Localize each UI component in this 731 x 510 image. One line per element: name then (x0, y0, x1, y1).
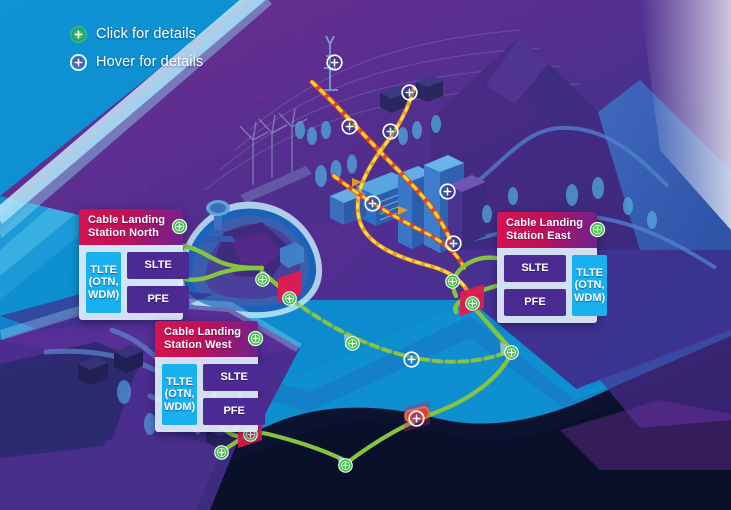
marker-terrestrial-north-2[interactable] (382, 123, 399, 140)
marker-terrestrial-house[interactable] (401, 84, 418, 101)
block-pfe-west[interactable]: PFE (203, 398, 266, 425)
marker-subsea-repeater-mid[interactable] (344, 335, 361, 352)
block-stack-north: SLTE PFE (127, 252, 190, 313)
marker-island-beach-manhole[interactable] (281, 290, 298, 307)
card-title-line2: Station North (88, 226, 159, 239)
card-title-line1: Cable Landing (506, 217, 584, 229)
marker-tower[interactable] (326, 54, 343, 71)
block-tlte-line2: (OTN, (574, 279, 605, 292)
card-header-north: Cable Landing Station North (79, 209, 188, 245)
plus-circle-icon (70, 25, 87, 43)
card-header-east: Cable Landing Station East (497, 212, 606, 248)
marker-datacenter[interactable] (364, 195, 381, 212)
cable-landing-station-north-card[interactable]: Cable Landing Station North TLTE (OTN, W… (79, 209, 190, 320)
plus-circle-icon[interactable] (247, 330, 264, 347)
legend: Click for details Hover for details (70, 20, 203, 76)
marker-city-edge[interactable] (445, 235, 462, 252)
marker-west-duct[interactable] (213, 444, 230, 461)
plus-circle-icon[interactable] (589, 221, 606, 238)
block-tlte-north[interactable]: TLTE (OTN, WDM) (86, 252, 122, 313)
block-slte-west[interactable]: SLTE (203, 364, 266, 391)
marker-terrestrial-north-1[interactable] (341, 118, 358, 135)
card-title-north: Cable Landing Station North (88, 214, 165, 239)
block-slte-north[interactable]: SLTE (127, 252, 190, 279)
marker-east-branching-unit[interactable] (503, 344, 520, 361)
block-tlte-line1: TLTE (576, 266, 603, 279)
block-tlte-line1: TLTE (166, 375, 193, 388)
block-tlte-west[interactable]: TLTE (OTN, WDM) (162, 364, 198, 425)
block-slte-east[interactable]: SLTE (504, 255, 566, 282)
block-tlte-line3: WDM) (164, 400, 196, 413)
block-tlte-line1: TLTE (90, 263, 117, 276)
card-title-line2: Station West (164, 338, 232, 351)
card-title-line1: Cable Landing (88, 214, 166, 226)
card-body-west: TLTE (OTN, WDM) SLTE PFE (155, 357, 266, 432)
cable-landing-station-east-card[interactable]: Cable Landing Station East SLTE PFE TLTE… (497, 212, 608, 323)
block-stack-east: SLTE PFE (504, 255, 566, 316)
marker-subsea-cable-mid[interactable] (403, 351, 420, 368)
card-title-line1: Cable Landing (164, 326, 242, 338)
legend-label-click: Click for details (96, 26, 197, 42)
card-title-west: Cable Landing Station West (164, 326, 241, 351)
card-title-line2: Station East (506, 229, 571, 242)
block-tlte-line3: WDM) (574, 291, 606, 304)
marker-island-landing[interactable] (254, 271, 271, 288)
legend-label-hover: Hover for details (96, 54, 204, 70)
block-tlte-line2: (OTN, (88, 276, 119, 289)
marker-east-beach-manhole[interactable] (464, 295, 481, 312)
block-tlte-line3: WDM) (88, 288, 120, 301)
block-pfe-east[interactable]: PFE (504, 289, 566, 316)
marker-city-tower[interactable] (439, 183, 456, 200)
block-pfe-north[interactable]: PFE (127, 286, 190, 313)
legend-item-click: Click for details (70, 20, 203, 48)
marker-east-duct[interactable] (444, 273, 461, 290)
cable-landing-station-west-card[interactable]: Cable Landing Station West TLTE (OTN, WD… (155, 321, 266, 432)
block-tlte-line2: (OTN, (164, 388, 195, 401)
marker-subsea-repeater-south[interactable] (337, 457, 354, 474)
card-title-east: Cable Landing Station East (506, 217, 583, 242)
legend-item-hover: Hover for details (70, 48, 203, 76)
card-header-west: Cable Landing Station West (155, 321, 264, 357)
card-body-north: TLTE (OTN, WDM) SLTE PFE (79, 245, 190, 320)
marker-subsea-branching-south[interactable] (408, 410, 425, 427)
card-body-east: SLTE PFE TLTE (OTN, WDM) (497, 248, 608, 323)
plus-circle-icon[interactable] (171, 218, 188, 235)
block-tlte-east[interactable]: TLTE (OTN, WDM) (572, 255, 608, 316)
block-stack-west: SLTE PFE (203, 364, 266, 425)
plus-circle-icon (70, 53, 87, 71)
